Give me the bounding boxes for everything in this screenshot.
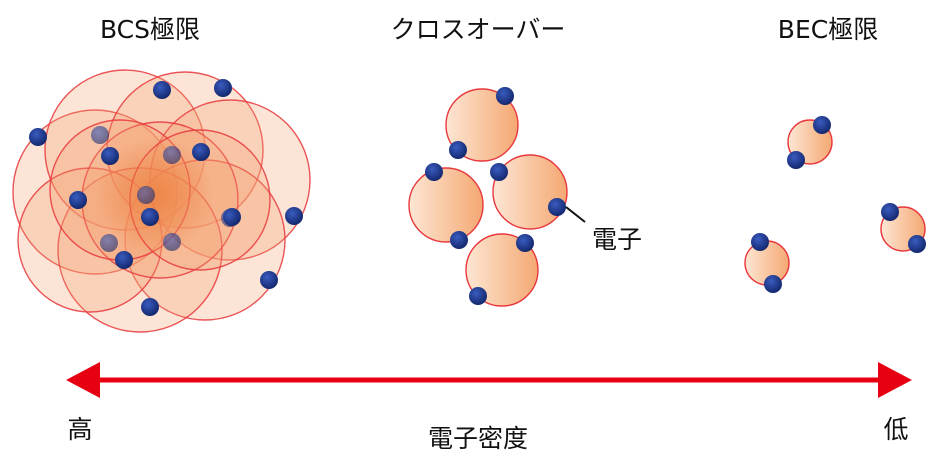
electron-dot xyxy=(490,163,508,181)
density-arrow xyxy=(66,362,912,398)
electron-dot xyxy=(192,143,210,161)
electron-dot xyxy=(221,209,239,227)
electron-dot xyxy=(100,234,118,252)
crossover-pair-circle xyxy=(408,167,484,243)
density-arrow-left-head xyxy=(66,362,100,398)
axis-title: 電子密度 xyxy=(428,424,528,453)
electron-dot xyxy=(751,233,769,251)
electron-dot xyxy=(163,146,181,164)
electron-label: 電子 xyxy=(592,225,642,254)
electron-dot xyxy=(548,198,566,216)
electron-dot xyxy=(153,81,171,99)
electron-dot xyxy=(101,147,119,165)
electron-dot xyxy=(214,79,232,97)
electron-dot xyxy=(163,233,181,251)
electron-dot xyxy=(764,275,782,293)
crossover-pairs xyxy=(408,87,568,307)
electron-dot xyxy=(115,251,133,269)
electron-dot xyxy=(813,116,831,134)
electron-dot xyxy=(450,231,468,249)
electron-dot xyxy=(29,128,47,146)
electron-dot xyxy=(425,163,443,181)
heading-crossover: クロスオーバー xyxy=(391,15,566,44)
electron-callout-line xyxy=(565,206,586,223)
electron-dot xyxy=(908,235,926,253)
electron-dot xyxy=(91,126,109,144)
axis-high-label: 高 xyxy=(67,415,92,444)
electron-dot xyxy=(69,191,87,209)
crossover-pair-circle xyxy=(445,88,519,162)
bec-pairs xyxy=(744,116,926,293)
electron-dot xyxy=(141,298,159,316)
electron-dot xyxy=(449,141,467,159)
electron-dot xyxy=(496,87,514,105)
heading-bcs-limit: BCS極限 xyxy=(100,15,200,44)
electron-dot xyxy=(516,234,534,252)
crossover-pair-circle xyxy=(492,154,568,230)
electron-dot xyxy=(787,151,805,169)
electron-dot xyxy=(137,186,155,204)
electron-dot xyxy=(469,287,487,305)
axis-low-label: 低 xyxy=(883,415,908,444)
electron-dot xyxy=(285,207,303,225)
bcs-overlapping-pairs xyxy=(12,69,311,333)
crossover-pair-circle xyxy=(465,233,539,307)
heading-bec-limit: BEC極限 xyxy=(778,15,878,44)
electron-dot xyxy=(260,271,278,289)
electron-dot xyxy=(881,203,899,221)
density-arrow-right-head xyxy=(878,362,912,398)
electron-dot xyxy=(141,208,159,226)
